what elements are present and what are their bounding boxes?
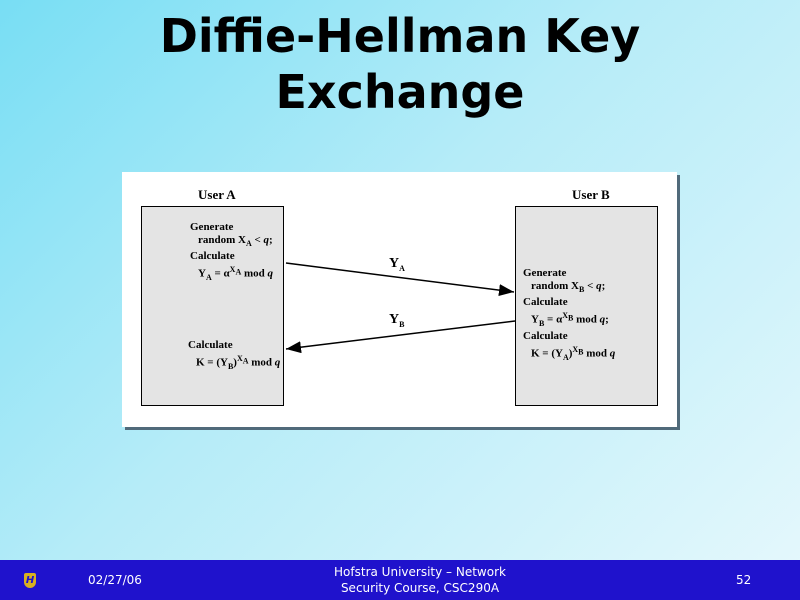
user-a-keygen: Generate random XA < q; Calculate YA = α… — [190, 221, 273, 283]
arrow-ya — [285, 262, 515, 297]
footer-date: 02/27/06 — [88, 573, 142, 587]
diffie-hellman-diagram: User A User B YA YB Generate random XA <… — [122, 172, 677, 427]
slide-title: Diffie-Hellman Key Exchange — [0, 8, 800, 120]
arrow-yb — [285, 320, 516, 354]
page-number: 52 — [736, 573, 752, 587]
user-b-label: User B — [572, 187, 610, 202]
title-line-1: Diffie-Hellman Key — [159, 9, 641, 63]
user-b-box: Generate random XB < q; Calculate YB = α… — [515, 206, 658, 406]
user-a-label: User A — [198, 187, 236, 202]
ya-label: YA — [389, 256, 405, 273]
arrows — [285, 262, 516, 354]
hofstra-logo-icon: H — [24, 573, 36, 588]
user-a-box: Generate random XA < q; Calculate YA = α… — [141, 206, 284, 406]
yb-label: YB — [389, 312, 405, 329]
user-b-calc: Generate random XB < q; Calculate YB = α… — [523, 267, 616, 362]
title-line-2: Exchange — [275, 65, 525, 119]
user-a-key-calc: Calculate K = (YB)XA mod q — [188, 339, 281, 371]
